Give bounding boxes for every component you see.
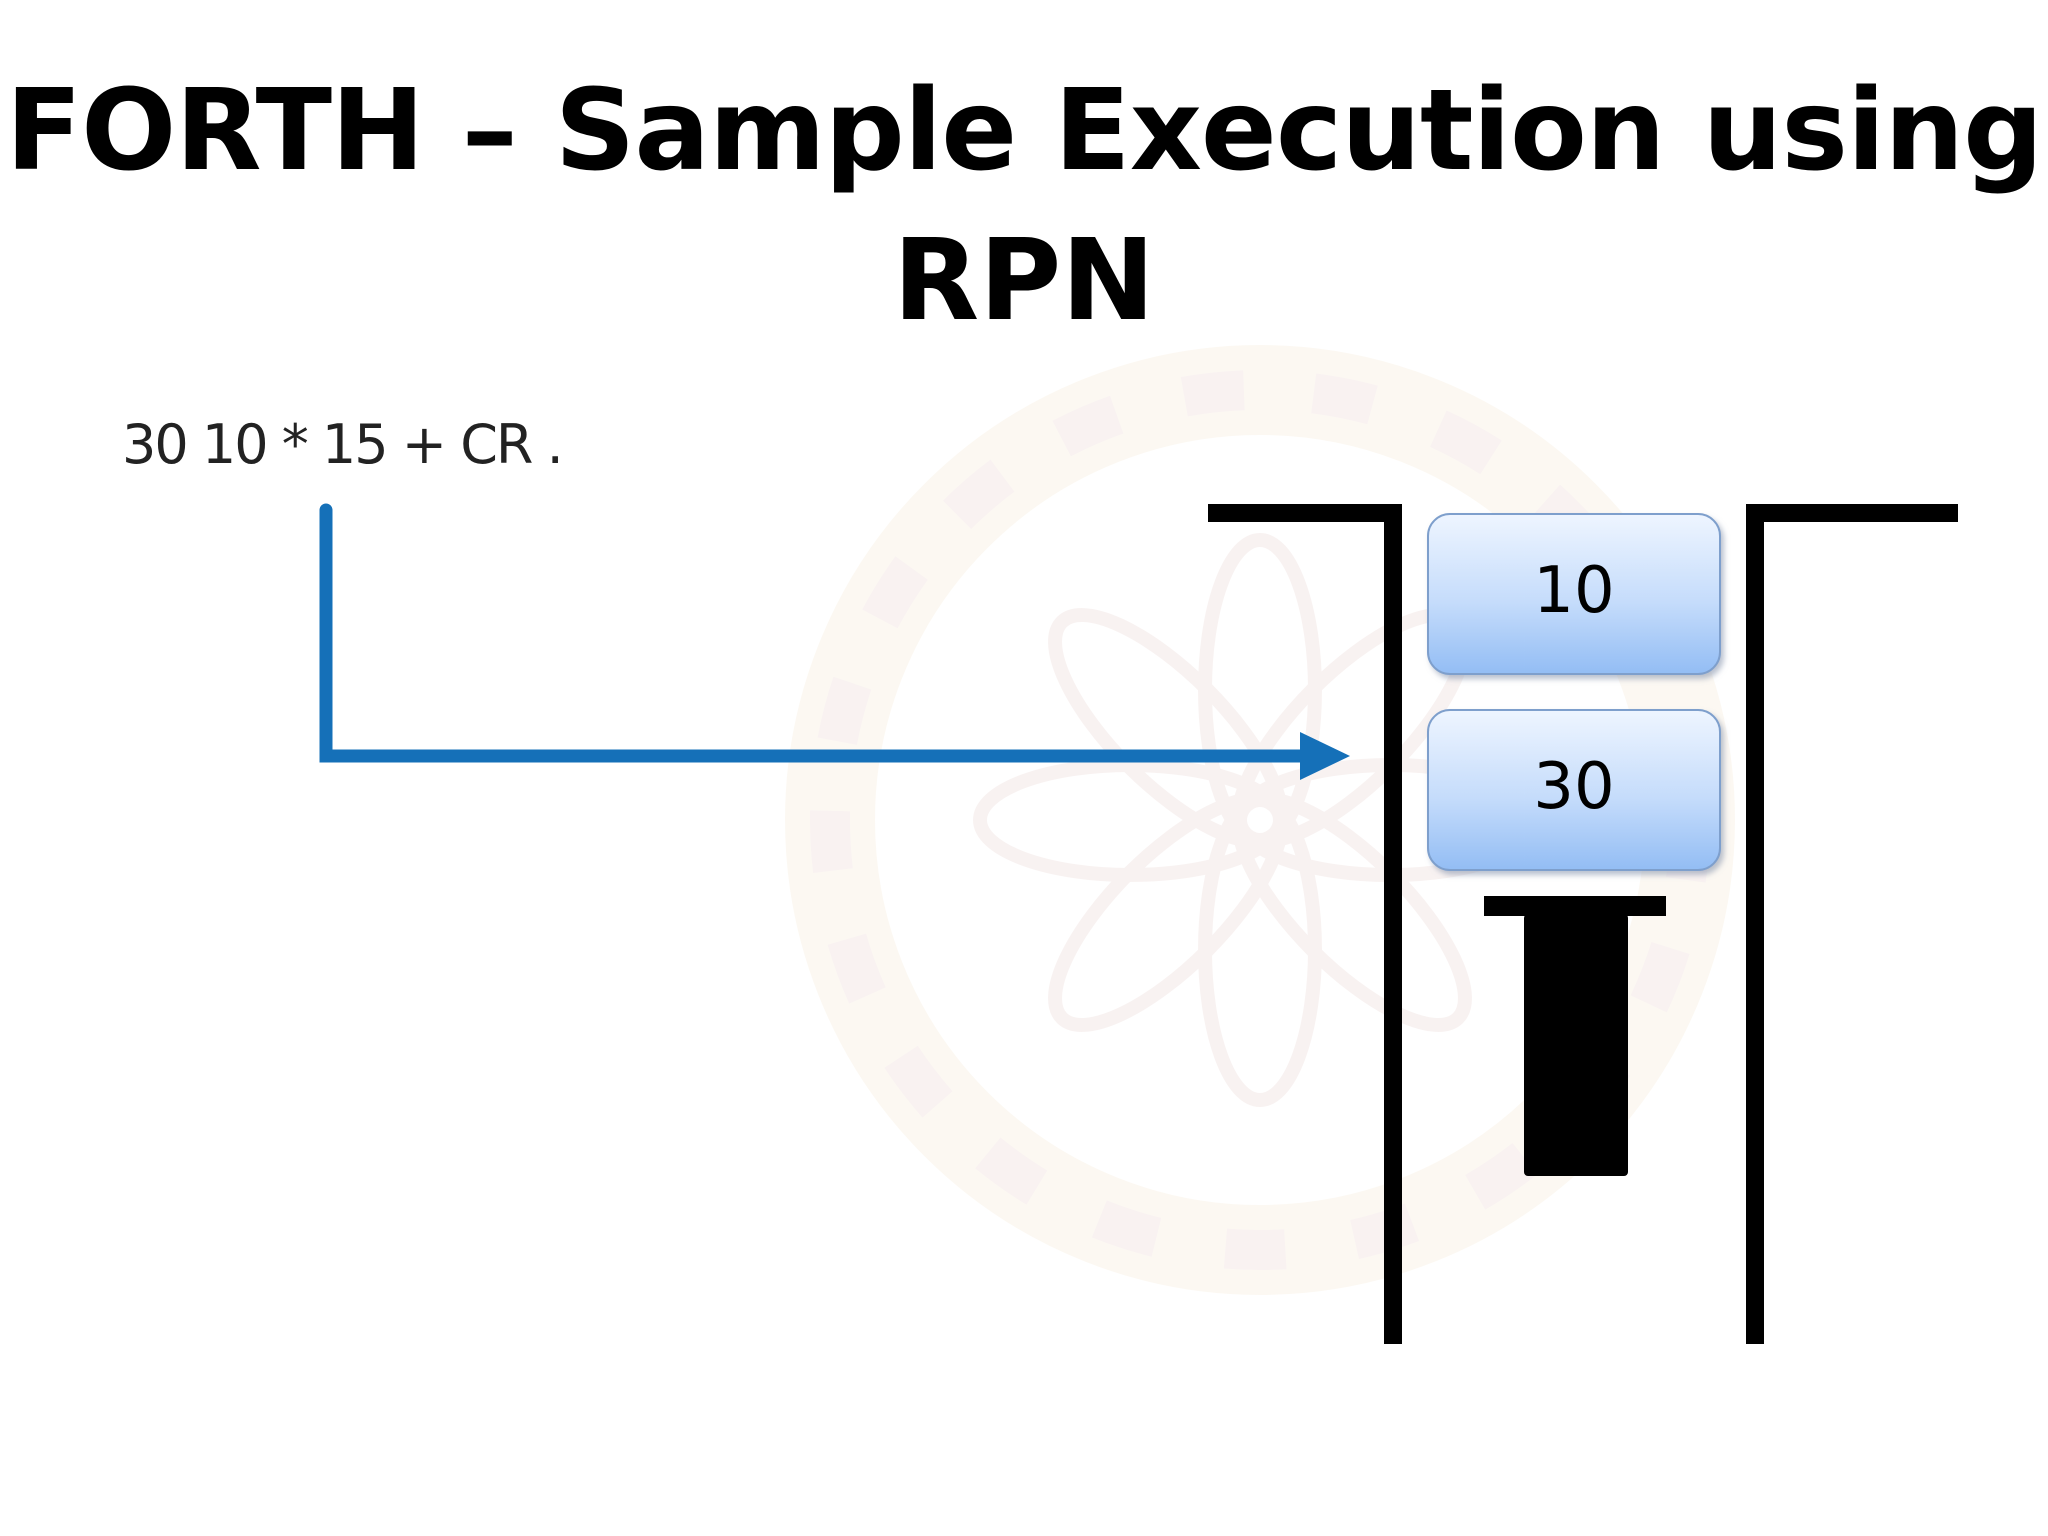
stack-value-top: 10	[1533, 554, 1614, 628]
stack-left-wall	[1208, 504, 1402, 1344]
stack-right-wall	[1746, 504, 1958, 1344]
slide-title-line-2: RPN	[892, 216, 1156, 346]
stack-cell-top: 10	[1427, 513, 1721, 675]
stack-cell-second: 30	[1427, 709, 1721, 871]
stack-value-second: 30	[1533, 750, 1614, 824]
stack-base-piston	[1484, 896, 1666, 1176]
slide-title-line-1: FORTH – Sample Execution using	[5, 66, 2044, 196]
push-arrow	[319, 503, 1350, 780]
rpn-expression: 30 10 * 15 + CR .	[122, 413, 564, 476]
